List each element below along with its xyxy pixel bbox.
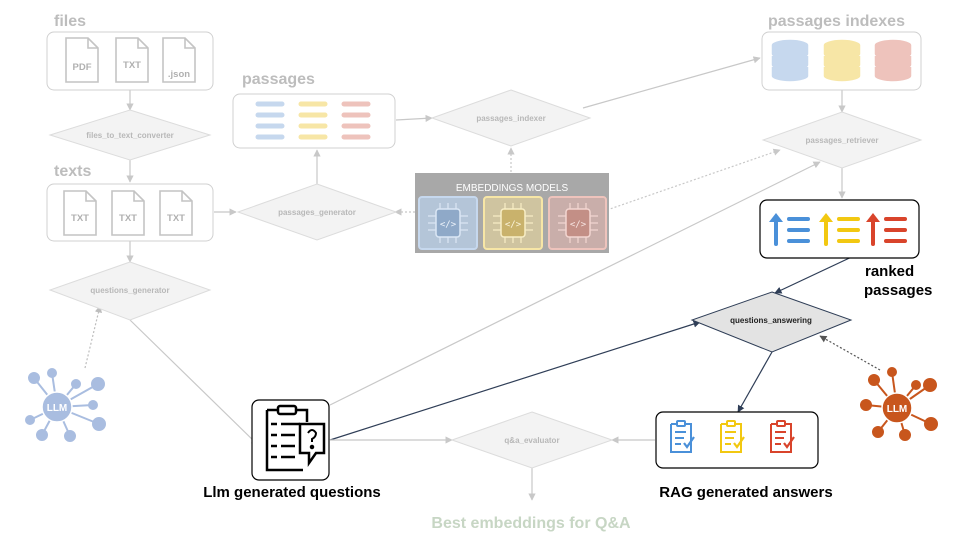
database-icon-blue [770,38,810,83]
ranked-passages-label-line1: ranked [865,263,914,280]
passages-indexes-title: passages indexes [768,13,905,30]
passages-retriever-label: passages_retriever [806,136,879,145]
ranked-passages-label-line2: passages [864,282,932,299]
passages-generator-node: passages_generator [236,183,398,241]
qa-evaluator-label: q&a_evaluator [504,436,559,445]
arrow-questions-generator-to-questions [129,319,259,446]
text-file-icon-2: TXT [111,190,145,236]
ranked-passages-box [759,199,920,259]
files-box: PDF TXT .json [46,31,214,91]
clipboard-question-icon [265,404,326,472]
texts-title: texts [54,163,91,180]
txt-file-label: TXT [123,60,141,71]
embeddings-models-label: EMBEDDINGS MODELS [456,183,569,194]
arrow-llm-to-answering[interactable] [819,335,881,371]
arrow-questions-to-answering[interactable] [329,320,701,441]
text-file-label-2: TXT [119,213,137,224]
database-icon-red [873,38,913,83]
text-file-icon-3: TXT [159,190,193,236]
passages-generator-label: passages_generator [278,208,356,217]
generated-answers-box [655,411,819,469]
chip-icon-blue: </> [418,196,478,250]
questions-generator-node: questions_generator [48,261,212,321]
text-file-label-3: TXT [167,213,185,224]
passages-indexer-label: passages_indexer [476,114,545,123]
svg-text:</>: </> [440,220,457,230]
files-title: files [54,13,86,30]
passages-indexes-box [761,31,922,91]
questions-generator-label: questions_generator [90,286,169,295]
files-to-text-converter-label: files_to_text_converter [86,131,174,140]
ranked-list-icon-blue [769,213,810,246]
generated-questions-box [251,399,330,481]
passages-lines-yellow [298,101,328,140]
rag-generated-answers-label: RAG generated answers [659,484,832,501]
chip-icon-yellow: </> [483,196,543,250]
pdf-file-icon: PDF [65,37,99,83]
passages-indexer-node: passages_indexer [430,89,592,147]
text-file-icon-1: TXT [63,190,97,236]
llm-icon-blue: LLM [25,368,106,442]
svg-text:</>: </> [570,220,587,230]
arrow-embeddings-to-retriever [606,148,781,211]
llm-generated-questions-label: Llm generated questions [203,484,381,501]
arrow-passages-to-indexer [395,114,433,122]
arrow-questions-to-retriever [329,161,821,406]
questions-answering-node[interactable]: questions_answering [690,291,853,353]
txt-file-icon: TXT [115,37,149,83]
arrow-answering-to-answers[interactable] [737,351,773,413]
texts-box: TXT TXT TXT [46,183,214,242]
arrow-indexer-to-indexes [582,56,761,109]
connectors [84,56,881,501]
svg-text:</>: </> [505,220,522,230]
llm-icon-blue-label: LLM [47,403,68,414]
best-embeddings-result: Best embeddings for Q&A [431,515,631,532]
answer-clipboard-icon-yellow [720,420,745,453]
pdf-file-label: PDF [73,62,92,73]
passages-lines-blue [255,101,285,140]
answer-clipboard-icon-blue [670,420,695,453]
json-file-icon: .json [162,37,196,83]
chip-icon-red: </> [548,196,607,250]
arrow-ranked-to-answering[interactable] [774,253,859,294]
text-file-label-1: TXT [71,213,89,224]
passages-lines-red [341,101,371,140]
answer-clipboard-icon-red [770,420,795,453]
passages-box [232,93,396,149]
qa-evaluator-node: q&a_evaluator [450,411,614,469]
files-to-text-converter-node: files_to_text_converter [48,109,212,161]
database-icon-yellow [822,38,862,83]
arrow-llm-to-questions-generator [84,305,102,369]
llm-icon-orange: LLM [860,367,938,441]
llm-icon-orange-label: LLM [887,404,908,415]
json-file-label: .json [168,69,190,80]
ranked-list-icon-yellow [819,213,860,246]
embeddings-models-panel: EMBEDDINGS MODELS </> </> [415,173,609,253]
passages-title: passages [242,71,315,88]
questions-answering-label: questions_answering [730,316,812,325]
ranked-list-icon-red [866,213,907,246]
passages-retriever-node: passages_retriever [761,111,923,169]
